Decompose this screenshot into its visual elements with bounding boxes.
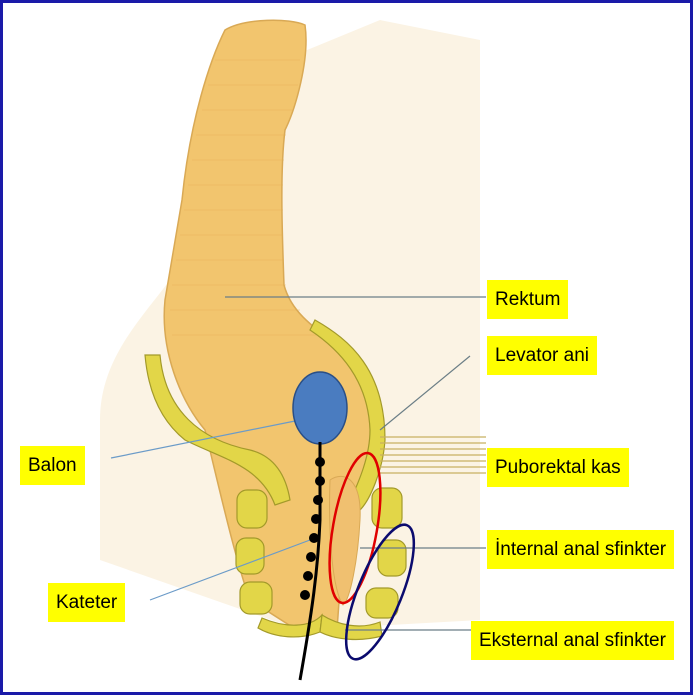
label-eksternal-anal-sfinkter: Eksternal anal sfinkter (471, 621, 674, 660)
label-rektum: Rektum (487, 280, 568, 319)
label-kateter: Kateter (48, 583, 125, 622)
label-balon: Balon (20, 446, 85, 485)
label-internal-anal-sfinkter: İnternal anal sfinkter (487, 530, 674, 569)
label-puborektal-kas: Puborektal kas (487, 448, 629, 487)
label-levator-ani: Levator ani (487, 336, 597, 375)
